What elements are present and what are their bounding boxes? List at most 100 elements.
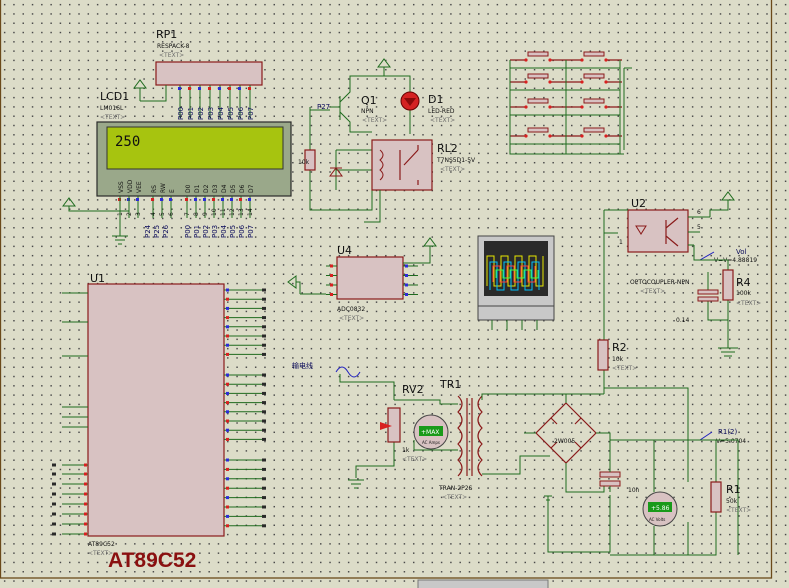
relay-driver[interactable]: P27 Q1 NPN <TEXT> D1 LED-RED <TEXT> 10k … — [298, 58, 476, 223]
bridge-rectifier[interactable]: 2W005 — [524, 394, 611, 553]
rv2-ref: RV2 — [402, 383, 424, 396]
u1-pin-marker — [226, 437, 229, 441]
u4-pin-marker — [405, 274, 408, 277]
u1-bus-stub — [262, 325, 266, 329]
u1-bus-stub — [52, 502, 56, 506]
key-7-button[interactable] — [583, 127, 605, 133]
u1-pin-marker — [226, 505, 229, 509]
lcd-pin-label-d3: D3 — [212, 184, 219, 193]
source-label: 输电线 — [292, 361, 313, 370]
u1-bus-stub — [52, 482, 56, 486]
lcd-net-label: P07 — [247, 225, 255, 238]
u1-bus-stub — [52, 532, 56, 536]
lcd-net-label: P02 — [202, 225, 210, 238]
lcd-pin-label-d7: D7 — [248, 184, 255, 193]
q1-ref: Q1 — [361, 94, 377, 107]
lcd-pin-label-e: E — [169, 189, 176, 193]
u1-pin-marker — [226, 486, 229, 490]
lcd-pin-marker — [160, 198, 163, 201]
key-contact — [604, 80, 608, 84]
rp1-pin-marker — [248, 87, 251, 90]
lcd-pin-label-vee: VEE — [136, 181, 143, 193]
u2-pin-5: 5 — [697, 224, 701, 231]
key-0-button[interactable] — [527, 51, 549, 57]
u1-pin-marker — [226, 477, 229, 481]
lcd-pin-number: 3 — [135, 212, 142, 216]
r2-value: 10k — [612, 356, 624, 363]
lcd-pin-number: 2 — [126, 212, 133, 216]
d1-text-tag: <TEXT> — [430, 117, 455, 124]
rl2-model: T7NS5D1-5V — [436, 157, 476, 164]
keypad-bus — [509, 60, 632, 155]
u1-microcontroller[interactable]: U1 AT89C52 <TEXT> AT89C52 — [52, 272, 266, 572]
lcd-pin-marker — [203, 198, 206, 201]
key-contact — [524, 134, 528, 138]
key-1-button[interactable] — [527, 73, 549, 79]
lcd-pin-number: 8 — [193, 212, 200, 216]
lcd-pin-marker — [151, 198, 154, 201]
c014-value: 0.14 — [676, 317, 690, 324]
u1-pin-marker — [226, 428, 229, 432]
u1-bus-stub — [262, 288, 266, 292]
u4-text-tag: <TEXT> — [339, 315, 364, 322]
lcd-pin-number: 9 — [202, 212, 209, 216]
output-section[interactable]: 10n +5.86 AC Volts R1(2) V=5.0704 R1 50k… — [599, 428, 751, 556]
u1-bus-stub — [52, 463, 56, 467]
rl2-text-tag: <TEXT> — [440, 166, 465, 173]
lcd-pin-label-vss: VSS — [118, 181, 125, 193]
key-contact — [524, 105, 528, 109]
lcd-screen-text: 250 — [115, 134, 140, 150]
tr1-ref: TR1 — [439, 378, 461, 391]
lcd-net-label: P06 — [238, 224, 246, 238]
key-3-button[interactable] — [527, 127, 549, 133]
u1-bus-stub — [262, 410, 266, 414]
r1-value: 50k — [726, 498, 738, 505]
u1-pin-marker — [226, 391, 229, 395]
key-contact — [604, 105, 608, 109]
u1-bus-stub — [262, 496, 266, 500]
lcd-pin-label-rs: RS — [151, 185, 158, 193]
voltmeter-reading: +5.86 — [651, 505, 670, 512]
key-4-button[interactable] — [583, 51, 605, 57]
u1-bus-stub — [262, 306, 266, 310]
lcd-pin-marker — [221, 198, 224, 201]
keypad[interactable] — [509, 51, 632, 155]
lcd-pin-label-d0: D0 — [185, 184, 192, 193]
key-2-button[interactable] — [527, 98, 549, 104]
u2-pin-1: 1 — [619, 239, 623, 246]
u4-pin-marker — [405, 293, 408, 296]
u4-adc[interactable]: U4 ADC0832 <TEXT> — [287, 237, 437, 322]
power-input-section[interactable]: 输电线 RV2 1k <TEXT> +MAX AC Amps TR1 TRAN-… — [292, 361, 605, 501]
key-contact — [580, 58, 584, 62]
lcd-pin-label-rw: RW — [160, 183, 167, 193]
ammeter-reading: +MAX — [421, 429, 439, 436]
u4-pin-marker — [405, 264, 408, 268]
r2-resistor[interactable]: R2 10k <TEXT> — [597, 233, 689, 440]
u1-pin-marker — [226, 382, 229, 386]
u1-pin-marker — [84, 532, 87, 536]
tr1-model: TRAN-2P2S — [438, 485, 473, 492]
u1-pin-marker — [84, 502, 87, 506]
u1-bus-stub — [262, 514, 266, 518]
u1-bus-stub — [262, 373, 266, 377]
scrollbar-thumb[interactable] — [417, 579, 549, 588]
ammeter-mode: AC Amps — [422, 440, 440, 445]
u1-pin-marker — [84, 492, 87, 496]
u1-bus-stub — [262, 401, 266, 405]
u1-bus-stub — [262, 352, 266, 356]
oscilloscope[interactable] — [477, 235, 555, 330]
u2-optocoupler[interactable]: U2 OPTOCOUPLER-NPN <TEXT> 1 6 5 Vol V=V=… — [603, 191, 761, 357]
key-5-button[interactable] — [583, 73, 605, 79]
u1-bus-stub — [262, 428, 266, 432]
u1-bus-stub — [262, 505, 266, 509]
u1-pin-marker — [226, 352, 229, 356]
key-6-button[interactable] — [583, 98, 605, 104]
u1-pin-marker — [226, 419, 229, 423]
lcd-net-label: P00 — [184, 225, 192, 238]
key-contact — [580, 80, 584, 84]
u2-model: OPTOCOUPLER-NPN — [630, 279, 689, 286]
